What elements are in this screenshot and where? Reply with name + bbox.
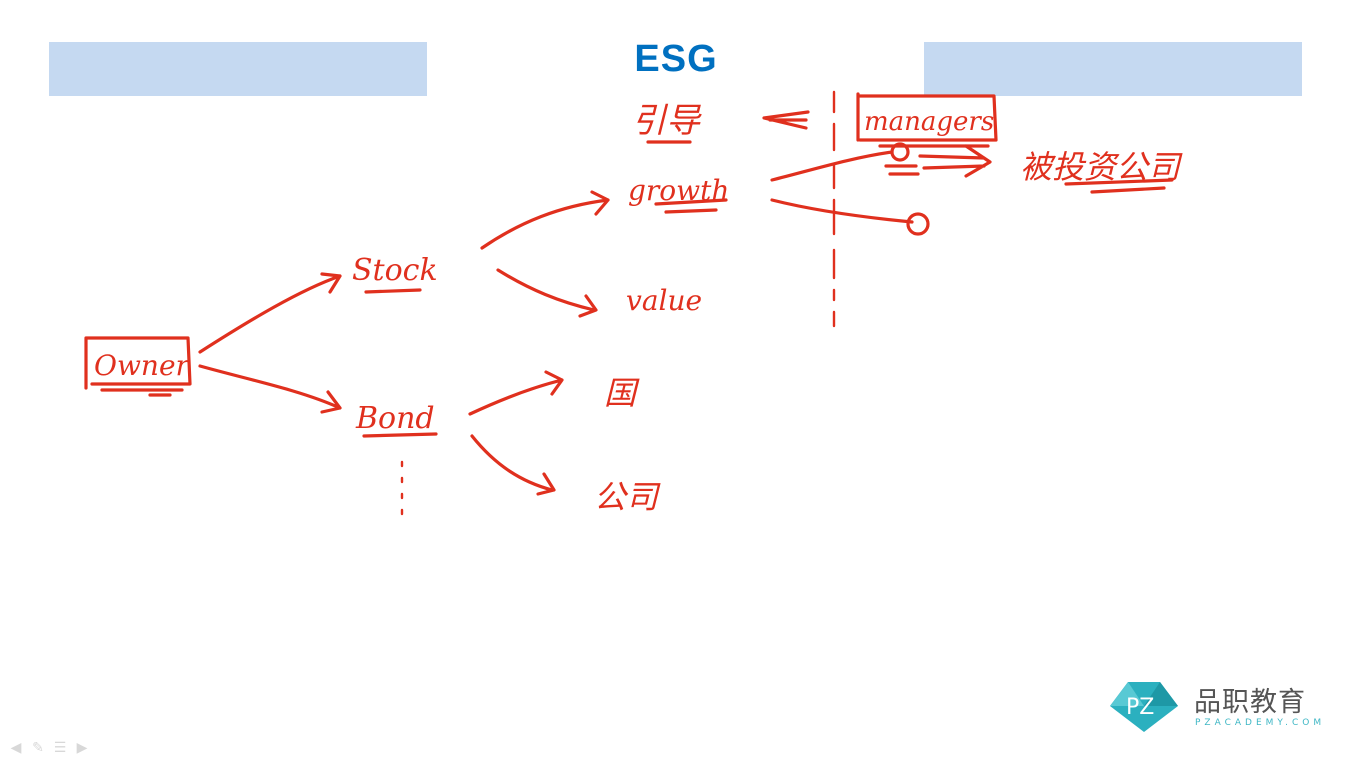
- stock-label: Stock: [352, 253, 438, 288]
- connector-growth-node: [770, 198, 914, 224]
- node-upper-underline: [884, 164, 920, 176]
- arrow-owner-bond: [198, 364, 342, 414]
- logo-subtitle: PZACADEMY.COM: [1195, 718, 1326, 728]
- managers-label: managers: [864, 107, 994, 137]
- header-bar-left: [49, 42, 427, 96]
- node-circle-lower: [906, 212, 930, 236]
- arrow-right-icon[interactable]: ▶: [76, 740, 88, 756]
- connector-growth-managers: [770, 150, 894, 182]
- pz-logo-mark-icon: PZ: [1110, 682, 1178, 732]
- node-circle-upper: [890, 142, 910, 162]
- owner-node: Owner: [84, 336, 192, 397]
- pen-icon[interactable]: ✎: [32, 740, 44, 756]
- arrow-left-icon[interactable]: ◀: [10, 740, 22, 756]
- bond-underline: [362, 432, 438, 438]
- header-bar-right: [924, 42, 1302, 96]
- bond-label: Bond: [355, 401, 435, 436]
- company-label: 公司: [594, 478, 661, 516]
- slide-title: ESG: [634, 38, 718, 80]
- value-label: value: [626, 284, 702, 317]
- invested-company-underline: [1064, 178, 1174, 194]
- arrow-managers-guide: [762, 110, 810, 130]
- growth-underline: [654, 198, 728, 214]
- arrow-to-invested-company: [918, 144, 992, 178]
- pzacademy-logo: PZ 品职教育 PZACADEMY.COM: [1108, 676, 1338, 736]
- arrow-bond-country: [468, 370, 564, 416]
- arrow-stock-growth: [480, 190, 610, 250]
- stock-underline: [364, 288, 422, 294]
- arrow-bond-company: [470, 434, 556, 496]
- logo-name: 品职教育: [1194, 687, 1306, 718]
- menu-icon[interactable]: ☰: [53, 740, 67, 756]
- country-label: 国: [604, 374, 640, 412]
- slideshow-nav: ◀ ✎ ☰ ▶: [8, 738, 90, 758]
- arrow-stock-value: [496, 268, 598, 318]
- managers-node: managers: [856, 92, 998, 148]
- arrow-owner-stock: [198, 272, 342, 354]
- logo-mark-text: PZ: [1126, 695, 1154, 720]
- guide-label: 引导: [632, 101, 702, 141]
- owner-label: Owner: [94, 349, 191, 382]
